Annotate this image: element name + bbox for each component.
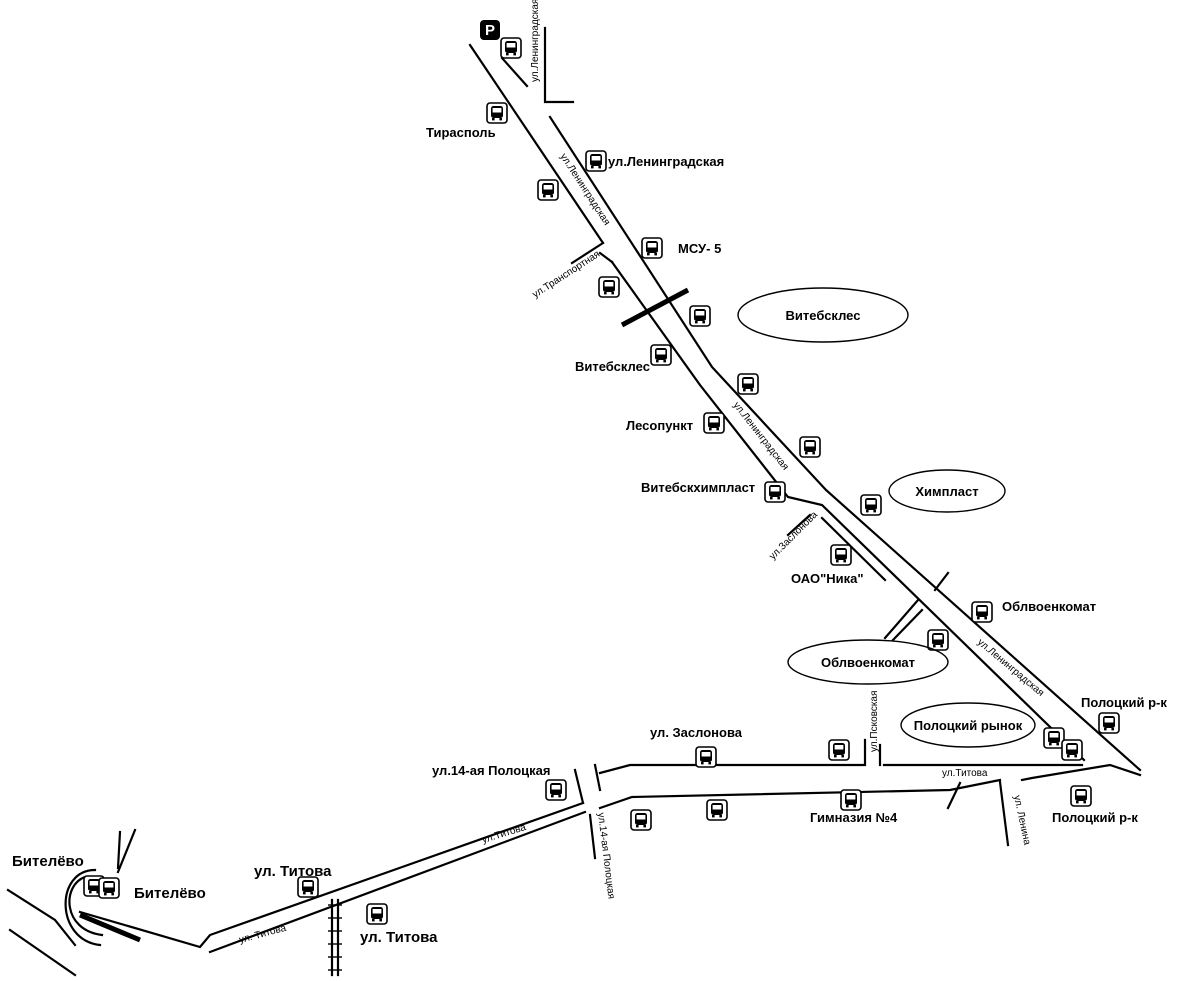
street-labels: ул.Ленинградская ул.Ленинградская ул.Лен… xyxy=(238,0,1046,946)
bus-stop-icon[interactable] xyxy=(650,344,672,366)
bus-stop-icon[interactable] xyxy=(764,481,786,503)
parking-symbol: P xyxy=(485,22,495,39)
label-stop-titova-top: ул. Титова xyxy=(254,863,332,880)
label-polotsky-rk-bottom: Полоцкий р-к xyxy=(1052,810,1138,825)
label-bitelevo-right: Бителёво xyxy=(134,885,206,902)
road-14-polotskaya xyxy=(573,763,602,860)
road-network xyxy=(6,26,1142,977)
landmark-oblvoenkomat-oval xyxy=(787,639,949,685)
bus-stop-icon[interactable] xyxy=(598,276,620,298)
landmark-polotsky-rynok: Полоцкий рынок xyxy=(914,718,1023,733)
bus-stop-icon[interactable] xyxy=(860,494,882,516)
road-transportnaya xyxy=(570,241,614,265)
street-14-polotskaya: ул.14-ая Полоцкая xyxy=(595,812,617,900)
street-leningradskaya-top: ул.Ленинградская xyxy=(530,0,541,82)
bus-stop-icon[interactable] xyxy=(927,629,949,651)
road-leningradskaya-west-edge xyxy=(468,43,1086,762)
road-titova-upper xyxy=(6,738,1084,949)
bus-stop-icon[interactable] xyxy=(703,412,725,434)
bus-stop-icon[interactable] xyxy=(486,102,508,124)
bus-stop-icon[interactable] xyxy=(840,789,862,811)
landmarks: Витебсклес Химпласт Облвоенкомат Полоцки… xyxy=(737,287,1036,748)
street-transportnaya: ул.Транспортная xyxy=(531,249,602,301)
bus-stop-icon[interactable] xyxy=(828,739,850,761)
label-vitebskhimplast: Витебскхимпласт xyxy=(641,480,755,495)
bus-stop-icon[interactable] xyxy=(737,373,759,395)
landmark-oblvoenkomat: Облвоенкомат xyxy=(821,655,915,670)
bus-stop-icon[interactable] xyxy=(585,150,607,172)
label-vitebskles-stop: Витебсклес xyxy=(575,359,650,374)
street-titova-1: ул.Титова xyxy=(942,768,988,779)
bus-stop-icon[interactable] xyxy=(537,179,559,201)
label-lesopunkt: Лесопункт xyxy=(626,418,693,433)
landmark-vitebskles: Витебсклес xyxy=(786,308,861,323)
bus-stop-icon[interactable] xyxy=(706,799,728,821)
label-stop-14-polotskaya: ул.14-ая Полоцкая xyxy=(432,763,550,778)
label-msu5: МСУ- 5 xyxy=(678,241,721,256)
label-stop-zaslonova: ул. Заслонова xyxy=(650,725,743,740)
bus-stop-icon[interactable] xyxy=(297,876,319,898)
bus-stop-icon[interactable] xyxy=(689,305,711,327)
street-zaslonova: ул.Заслонова xyxy=(767,509,820,562)
bus-stop-icon[interactable] xyxy=(98,877,120,899)
landmark-polotsky-rynok-oval xyxy=(900,702,1036,748)
road-titova-lower xyxy=(8,763,1142,977)
landmark-himplast: Химпласт xyxy=(915,484,978,499)
street-pskovskaya: ул.Псковская xyxy=(869,691,880,752)
street-lenina: ул. Ленина xyxy=(1011,794,1032,846)
railway-ties xyxy=(328,904,342,971)
label-bitelevo-left: Бителёво xyxy=(12,853,84,870)
bus-stop-icon[interactable] xyxy=(1098,712,1120,734)
road-bitelevo-loop xyxy=(64,828,137,947)
label-oao-nika: ОАО"Ника" xyxy=(791,571,864,586)
label-stop-titova-bottom: ул. Титова xyxy=(360,929,438,946)
label-gymnasium4: Гимназия №4 xyxy=(810,810,898,825)
road-cross-oblvoenkomat xyxy=(883,571,950,642)
stop-labels: Тирасполь ул.Ленинградская МСУ- 5 Витебс… xyxy=(12,125,1167,946)
bus-stop-icon[interactable] xyxy=(830,544,852,566)
street-titova-3: ул. Титова xyxy=(238,923,288,946)
bus-stop-icon[interactable] xyxy=(1061,739,1083,761)
label-tiraspol: Тирасполь xyxy=(426,125,496,140)
bus-stop-icon[interactable] xyxy=(799,436,821,458)
road-leningradskaya-north xyxy=(500,26,575,104)
landmark-himplast-oval xyxy=(888,469,1006,513)
bus-stops xyxy=(83,37,1120,925)
road-zaslonova-stub xyxy=(786,513,887,582)
bus-stop-icon[interactable] xyxy=(500,37,522,59)
label-oblvoenkomat-stop: Облвоенкомат xyxy=(1002,599,1096,614)
bus-stop-icon[interactable] xyxy=(695,746,717,768)
railway-vitebskles xyxy=(620,287,690,328)
label-stop-leningradskaya: ул.Ленинградская xyxy=(608,154,724,169)
railway-bitelevo xyxy=(79,912,141,943)
bus-stop-icon[interactable] xyxy=(545,779,567,801)
road-lenina xyxy=(998,780,1010,847)
railway-titova xyxy=(330,898,340,977)
bus-stop-icon[interactable] xyxy=(641,237,663,259)
road-leningradskaya-east-edge xyxy=(548,115,1142,772)
bus-stop-icon[interactable] xyxy=(971,601,993,623)
bus-stop-icon[interactable] xyxy=(630,809,652,831)
label-polotsky-rk-top: Полоцкий р-к xyxy=(1081,695,1167,710)
bus-stop-icon[interactable] xyxy=(366,903,388,925)
landmark-vitebskles-oval xyxy=(737,287,909,343)
bus-stop-icon[interactable] xyxy=(1070,785,1092,807)
parking-sign: P xyxy=(480,20,500,40)
bus-stop-icon[interactable] xyxy=(1043,727,1065,749)
